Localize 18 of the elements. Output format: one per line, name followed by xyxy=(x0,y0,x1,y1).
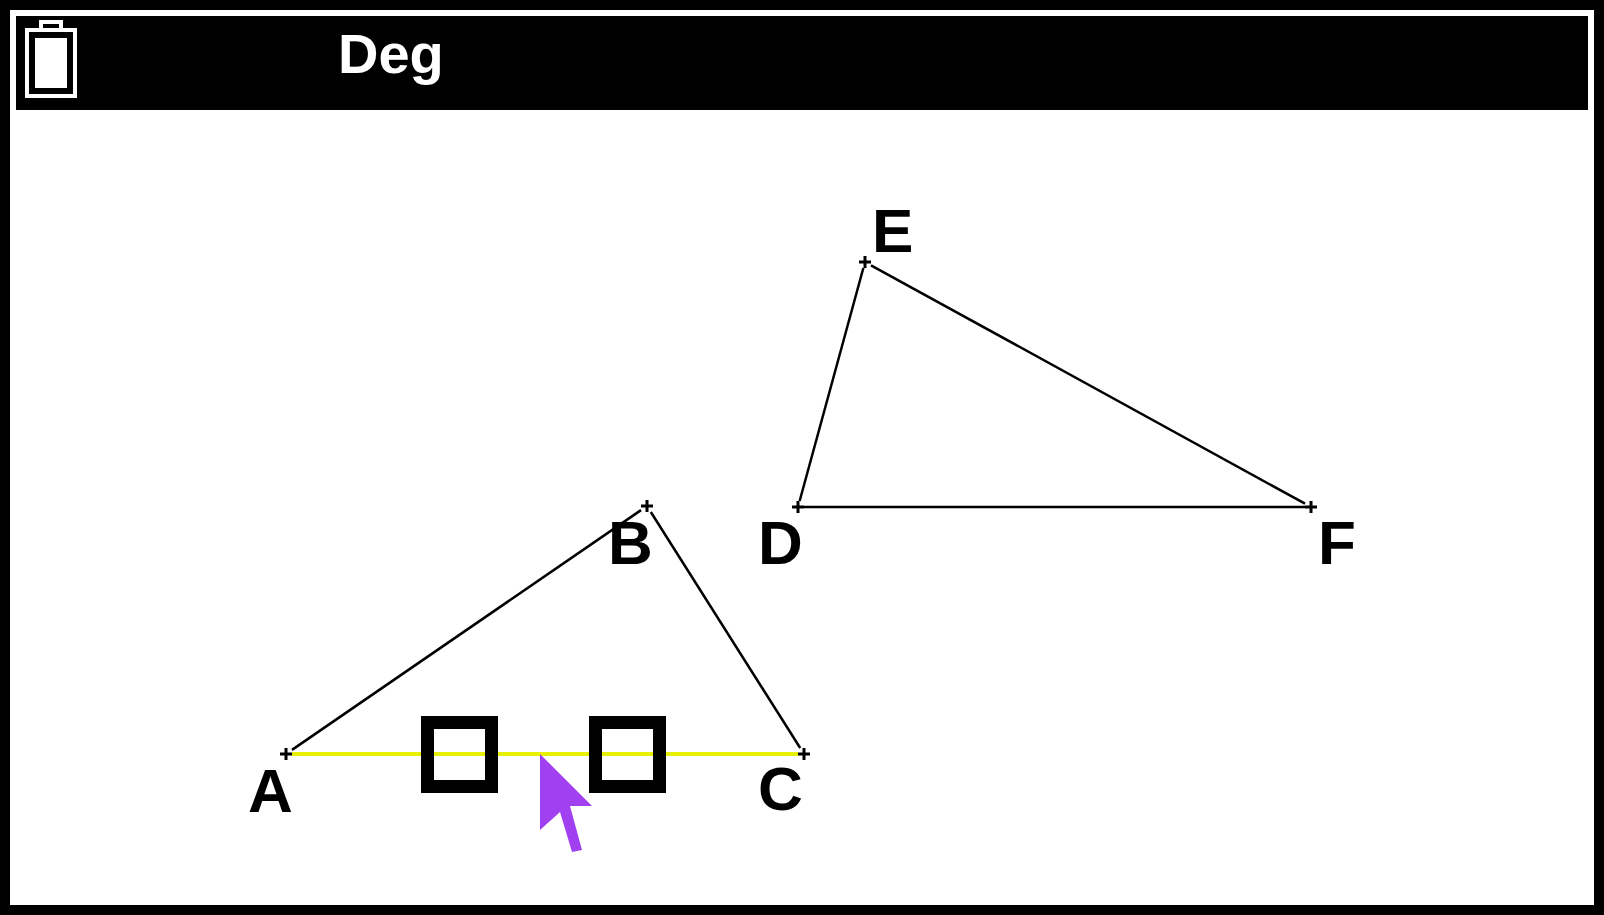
line-segment xyxy=(798,267,865,502)
point-marker xyxy=(792,501,804,513)
line-segment xyxy=(291,509,642,751)
selected-line-segment xyxy=(292,716,798,793)
line-segment xyxy=(870,264,1306,505)
line-segment xyxy=(649,511,802,749)
point-marker xyxy=(859,256,871,268)
point-marker xyxy=(641,500,653,512)
point-marker xyxy=(280,748,292,760)
point-label: D xyxy=(758,512,803,574)
line-segment xyxy=(804,505,1305,509)
point-marker xyxy=(798,748,810,760)
point-label: E xyxy=(872,200,914,262)
point-label: C xyxy=(758,758,803,820)
point-marker xyxy=(1305,501,1317,513)
point-label: B xyxy=(608,512,653,574)
point-label: A xyxy=(248,760,293,822)
point-label: F xyxy=(1318,512,1356,574)
